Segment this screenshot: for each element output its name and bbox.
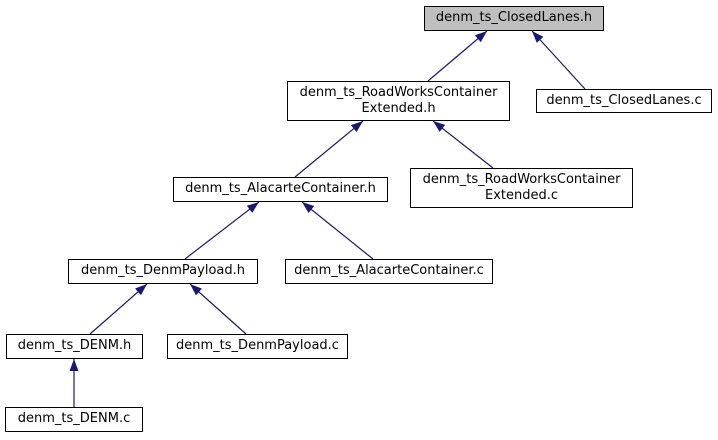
edge-alacartecontainer-c-to-alacartecontainer-h <box>301 201 374 260</box>
edge-closedlanes-c-to-closedlanes-h <box>531 30 586 90</box>
node-label: denm_ts_AlacarteContainer.h <box>185 181 376 197</box>
node-denm-ts-roadworkscontainerextended-h[interactable]: denm_ts_RoadWorksContainer Extended.h <box>287 81 510 121</box>
node-denm-ts-denm-c[interactable]: denm_ts_DENM.c <box>5 407 143 432</box>
edge-roadworkscontainerextended-c-to-roadworkscontainerextended-h <box>432 120 494 169</box>
node-label: denm_ts_DenmPayload.c <box>176 338 339 354</box>
node-label: denm_ts_ClosedLanes.c <box>546 92 702 108</box>
node-label: denm_ts_AlacarteContainer.c <box>294 263 484 279</box>
node-denm-ts-roadworkscontainerextended-c[interactable]: denm_ts_RoadWorksContainer Extended.c <box>410 168 633 208</box>
node-denm-ts-alacartecontainer-c[interactable]: denm_ts_AlacarteContainer.c <box>285 259 493 284</box>
node-denm-ts-closedlanes-h: denm_ts_ClosedLanes.h <box>424 6 604 31</box>
node-label: denm_ts_DenmPayload.h <box>80 263 245 279</box>
edge-denm-h-to-denmpayload-h <box>89 283 148 335</box>
node-label: Extended.h <box>361 101 436 116</box>
node-label: denm_ts_DENM.h <box>17 338 132 354</box>
node-denm-ts-denm-h[interactable]: denm_ts_DENM.h <box>6 334 143 359</box>
node-label: Extended.c <box>484 188 559 203</box>
node-denm-ts-alacartecontainer-h[interactable]: denm_ts_AlacarteContainer.h <box>173 177 388 202</box>
node-label: denm_ts_ClosedLanes.h <box>435 10 593 26</box>
edge-roadworkscontainerextended-h-to-closedlanes-h <box>427 30 488 82</box>
node-denm-ts-closedlanes-c[interactable]: denm_ts_ClosedLanes.c <box>536 89 712 113</box>
edge-alacartecontainer-h-to-roadworkscontainerextended-h <box>294 120 364 178</box>
node-denm-ts-denmpayload-c[interactable]: denm_ts_DenmPayload.c <box>167 334 348 359</box>
node-denm-ts-denmpayload-h[interactable]: denm_ts_DenmPayload.h <box>68 259 258 284</box>
node-label: denm_ts_RoadWorksContainer <box>299 84 498 100</box>
edge-denmpayload-c-to-denmpayload-h <box>189 283 247 335</box>
edge-denmpayload-h-to-alacartecontainer-h <box>184 201 260 260</box>
node-label: denm_ts_DENM.c <box>17 411 131 427</box>
node-label: denm_ts_RoadWorksContainer <box>422 171 621 187</box>
